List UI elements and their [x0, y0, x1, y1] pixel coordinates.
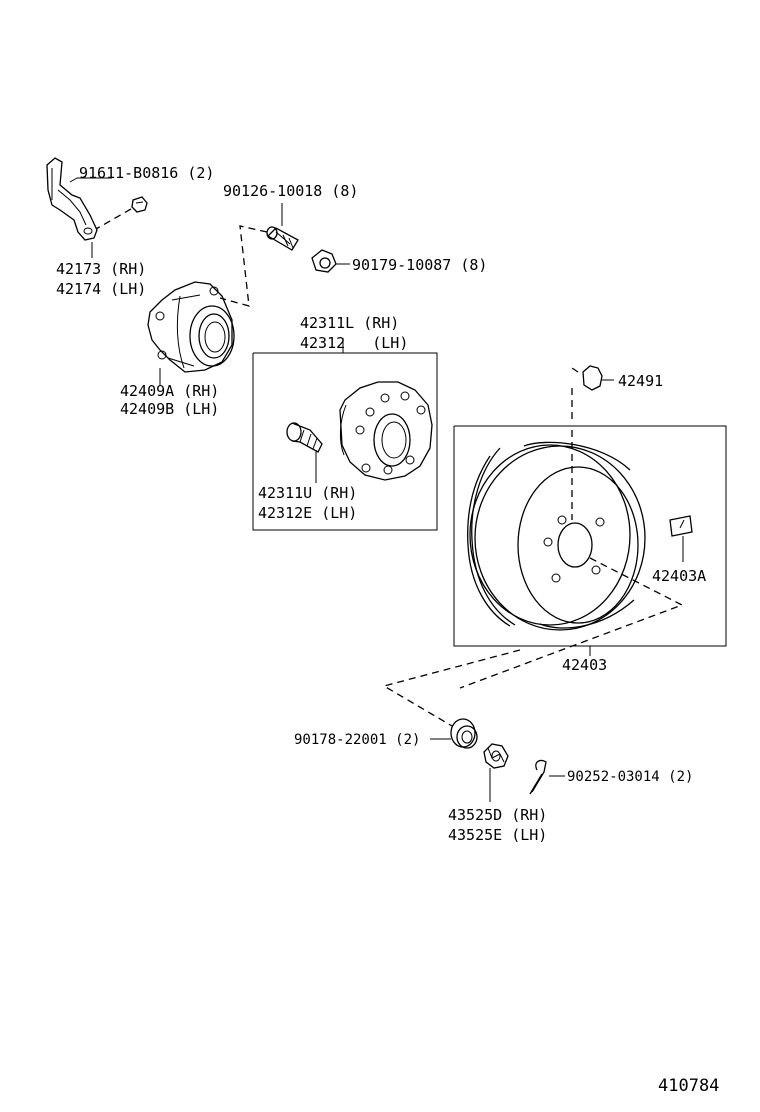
hub-bolt-part — [266, 203, 299, 251]
label-cotter-pin: 90252-03014 (2) — [567, 769, 694, 785]
label-bearing-rh: 42409A (RH) — [120, 382, 220, 400]
label-hub-rh: 42311L (RH) — [300, 314, 400, 332]
label-stud-rh: 42311U (RH) — [258, 484, 358, 502]
label-shim: 42403A — [652, 567, 707, 585]
bolt-91611-part — [95, 196, 148, 230]
label-bearing-lh: 42409B (LH) — [120, 400, 220, 418]
label-washer: 90178-22001 (2) — [294, 732, 421, 748]
castle-nut-part — [483, 743, 509, 802]
label-hub-bolt: 90126-10018 (8) — [223, 182, 359, 200]
label-plug: 42491 — [618, 372, 664, 390]
drum-group-frame — [453, 425, 727, 647]
label-bracket-lh: 42174 (LH) — [56, 280, 147, 298]
label-bolt-bracket: 91611-B0816 (2) — [79, 164, 215, 182]
label-hub-lh: 42312 (LH) — [300, 334, 409, 352]
label-drum: 42403 — [562, 656, 608, 674]
hub-nut-part — [311, 249, 350, 273]
hub-stud-part — [286, 422, 323, 483]
assembly-link-line — [382, 649, 521, 727]
label-castle-nut-rh: 43525D (RH) — [448, 806, 548, 824]
label-hub-nut: 90179-10087 (8) — [352, 256, 488, 274]
label-castle-nut-lh: 43525E (LH) — [448, 826, 548, 844]
hub-group-frame — [252, 352, 438, 531]
label-stud-lh: 42312E (LH) — [258, 504, 358, 522]
label-bracket-rh: 42173 (RH) — [56, 260, 147, 278]
brake-drum-part — [459, 430, 684, 689]
diagram-ref-number: 410784 — [658, 1076, 720, 1096]
shim-part — [669, 515, 693, 562]
plug-part — [571, 365, 614, 420]
washer-part — [430, 718, 478, 749]
cotter-pin-part — [529, 759, 565, 795]
assembly-link-line — [219, 225, 268, 307]
bearing-housing-part — [147, 281, 235, 385]
axle-hub-part — [339, 381, 433, 481]
bracket-part — [46, 157, 98, 241]
